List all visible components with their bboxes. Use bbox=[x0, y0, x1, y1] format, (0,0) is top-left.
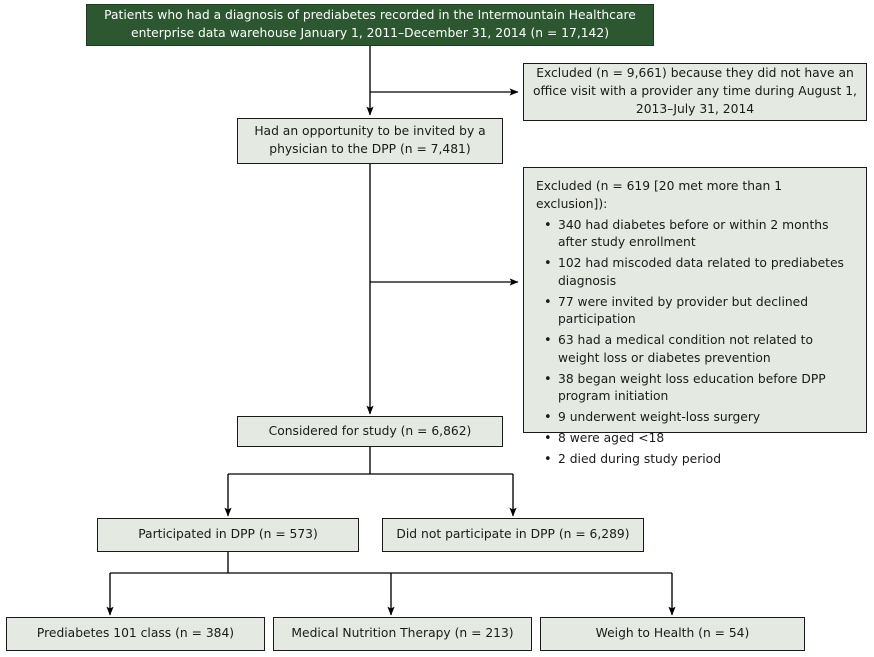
list-item: 2 died during study period bbox=[544, 451, 855, 470]
node-weigh-to-health-label: Weigh to Health (n = 54) bbox=[595, 626, 750, 641]
node-medical-nutrition-therapy: Medical Nutrition Therapy (n = 213) bbox=[273, 617, 532, 651]
node-had-opportunity-label: Had an opportunity to be invited by a ph… bbox=[254, 124, 486, 156]
list-item: 8 were aged <18 bbox=[544, 430, 855, 449]
list-item: 9 underwent weight-loss surgery bbox=[544, 409, 855, 428]
node-root-cohort: Patients who had a diagnosis of prediabe… bbox=[86, 4, 654, 46]
list-item: 38 began weight loss education before DP… bbox=[544, 371, 855, 406]
exclusion-reason-list: 340 had diabetes before or within 2 mont… bbox=[536, 217, 855, 470]
node-did-not-participate-in-dpp-label: Did not participate in DPP (n = 6,289) bbox=[396, 527, 630, 542]
node-root-cohort-label: Patients who had a diagnosis of prediabe… bbox=[104, 8, 636, 40]
node-weigh-to-health: Weigh to Health (n = 54) bbox=[540, 617, 805, 651]
node-participated-in-dpp-label: Participated in DPP (n = 573) bbox=[138, 527, 318, 542]
list-item: 340 had diabetes before or within 2 mont… bbox=[544, 217, 855, 252]
node-did-not-participate-in-dpp: Did not participate in DPP (n = 6,289) bbox=[382, 518, 644, 552]
list-item: 63 had a medical condition not related t… bbox=[544, 332, 855, 367]
node-excluded-no-office-visit-label: Excluded (n = 9,661) because they did no… bbox=[533, 66, 857, 116]
list-item: 77 were invited by provider but declined… bbox=[544, 294, 855, 329]
node-participated-in-dpp: Participated in DPP (n = 573) bbox=[97, 518, 359, 552]
node-prediabetes-101-class-label: Prediabetes 101 class (n = 384) bbox=[36, 626, 235, 641]
node-excluded-no-office-visit: Excluded (n = 9,661) because they did no… bbox=[523, 63, 867, 121]
node-considered-for-study: Considered for study (n = 6,862) bbox=[237, 416, 503, 447]
node-considered-for-study-label: Considered for study (n = 6,862) bbox=[268, 423, 472, 438]
node-excluded-other-reasons: Excluded (n = 619 [20 met more than 1 ex… bbox=[523, 167, 867, 470]
node-excluded-other-reasons-heading: Excluded (n = 619 [20 met more than 1 ex… bbox=[536, 179, 783, 212]
node-prediabetes-101-class: Prediabetes 101 class (n = 384) bbox=[6, 617, 265, 651]
list-item: 102 had miscoded data related to prediab… bbox=[544, 255, 855, 290]
node-medical-nutrition-therapy-label: Medical Nutrition Therapy (n = 213) bbox=[291, 626, 514, 641]
node-had-opportunity: Had an opportunity to be invited by a ph… bbox=[237, 118, 503, 164]
